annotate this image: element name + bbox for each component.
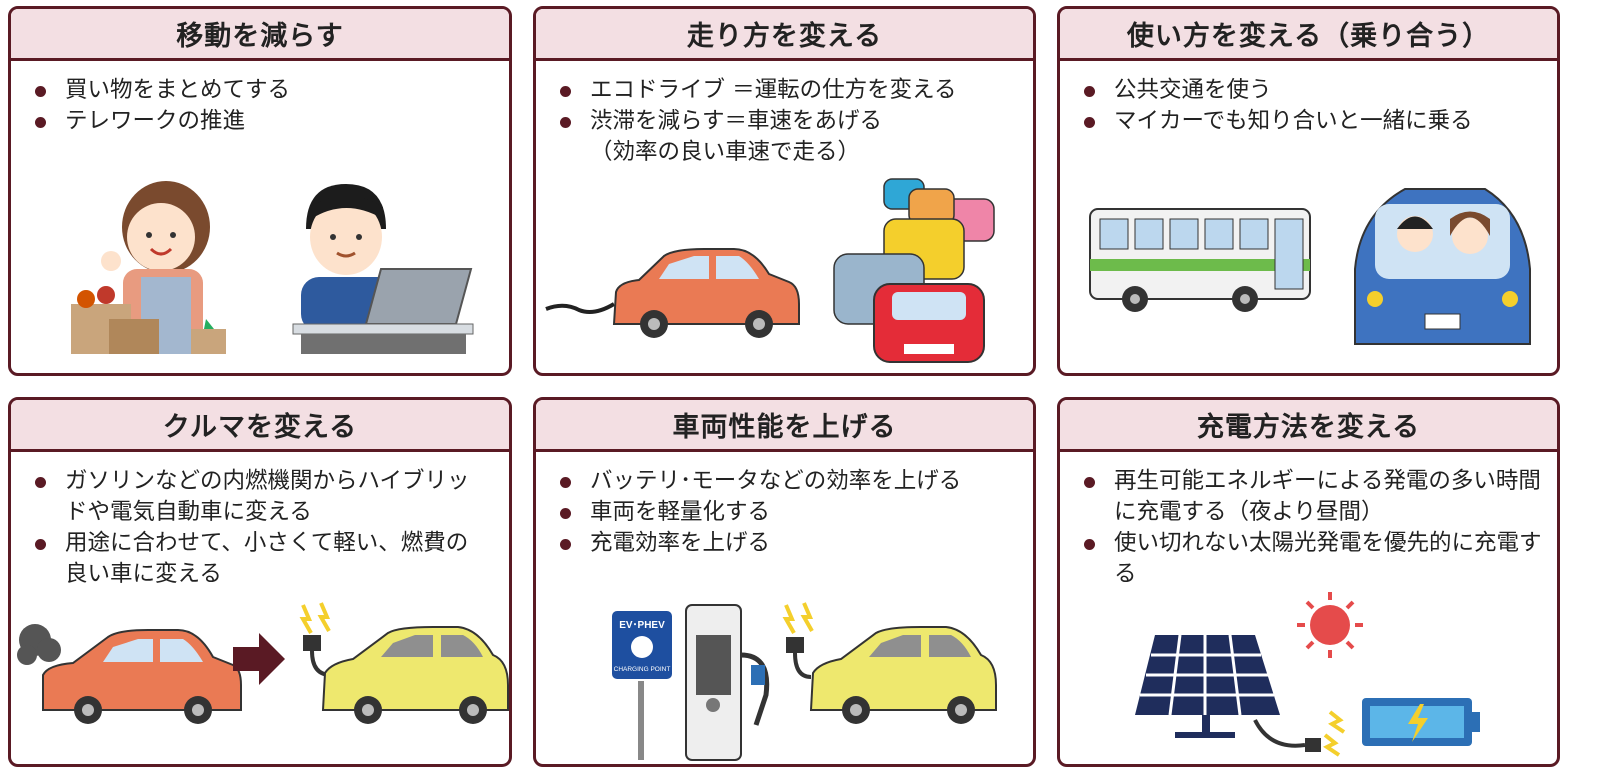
bullet-item: 渋滞を減らす＝車速をあげる（効率の良い車速で走る） <box>558 106 910 168</box>
bullet-item: 再生可能エネルギーによる発電の多い時間に充電する（夜より昼間） <box>1082 466 1544 528</box>
sign-label-top: EV･PHEV <box>619 620 665 631</box>
bullet-list: エコドライブ ＝運転の仕方を変える 渋滞を減らす＝車速をあげる（効率の良い車速で… <box>536 61 1033 168</box>
panel-change-driving: 走り方を変える エコドライブ ＝運転の仕方を変える 渋滞を減らす＝車速をあげる（… <box>533 6 1036 376</box>
panel-title: 使い方を変える（乗り合う） <box>1060 9 1557 61</box>
bullet-item: 充電効率を上げる <box>558 528 1023 559</box>
laptop-icon <box>292 268 474 354</box>
shopping-telework-illustration <box>71 181 474 354</box>
bullet-list: 買い物をまとめてする テレワークの推進 <box>11 61 509 137</box>
panel-change-usage: 使い方を変える（乗り合う） 公共交通を使う マイカーでも知り合いと一緒に乗る <box>1057 6 1560 376</box>
bullet-item: バッテリ･モータなどの効率を上げる <box>558 466 1023 497</box>
solar-charging-illustration <box>1135 592 1480 757</box>
bullet-item: 買い物をまとめてする <box>33 75 499 106</box>
orange-car-icon <box>42 629 242 724</box>
panel-title: 車両性能を上げる <box>536 400 1033 452</box>
charging-station-illustration: EV･PHEV CHARGING POINT <box>610 602 997 761</box>
electric-plug-icon <box>782 602 814 679</box>
bullet-item: ガソリンなどの内燃機関からハイブリッドや電気自動車に変える <box>33 466 485 528</box>
panel-title: クルマを変える <box>11 400 509 452</box>
bullet-item: 使い切れない太陽光発電を優先的に充電する <box>1082 528 1544 590</box>
battery-icon <box>1362 698 1480 746</box>
panel-improve-performance: 車両性能を上げる バッテリ･モータなどの効率を上げる 車両を軽量化する 充電効率… <box>533 397 1036 767</box>
panel-title: 走り方を変える <box>536 9 1033 61</box>
bullet-item: 車両を軽量化する <box>558 497 1023 528</box>
panel-title: 移動を減らす <box>11 9 509 61</box>
bullet-list: 再生可能エネルギーによる発電の多い時間に充電する（夜より昼間） 使い切れない太陽… <box>1060 452 1557 590</box>
bullet-item: エコドライブ ＝運転の仕方を変える <box>558 75 1023 106</box>
bullet-list: ガソリンなどの内燃機関からハイブリッドや電気自動車に変える 用途に合わせて、小さ… <box>11 452 509 590</box>
panel-title: 充電方法を変える <box>1060 400 1557 452</box>
blue-car-icon <box>1354 188 1531 345</box>
traffic-jam-icon <box>833 178 995 363</box>
yellow-car-icon <box>809 626 997 724</box>
orange-car-icon <box>612 248 800 338</box>
yellow-car-icon <box>321 626 509 724</box>
panel-reduce-travel: 移動を減らす 買い物をまとめてする テレワークの推進 <box>8 6 512 376</box>
bus-carpool-illustration <box>1089 188 1531 345</box>
grocery-bag-icon <box>71 286 226 354</box>
electric-plug-icon <box>299 602 332 677</box>
eco-driving-illustration <box>545 178 995 363</box>
car-change-illustration <box>17 602 509 724</box>
exhaust-smoke-icon <box>17 624 61 665</box>
ev-charger-icon <box>685 604 770 761</box>
panel-change-car: クルマを変える ガソリンなどの内燃機関からハイブリッドや電気自動車に変える 用途… <box>8 397 512 767</box>
bullet-list: バッテリ･モータなどの効率を上げる 車両を軽量化する 充電効率を上げる <box>536 452 1033 559</box>
panel-change-charging: 充電方法を変える 再生可能エネルギーによる発電の多い時間に充電する（夜より昼間）… <box>1057 397 1560 767</box>
bullet-item: 公共交通を使う <box>1082 75 1547 106</box>
solar-panel-icon <box>1135 634 1306 748</box>
bullet-item: マイカーでも知り合いと一緒に乗る <box>1082 106 1547 137</box>
bullet-item: テレワークの推進 <box>33 106 499 137</box>
bullet-list: 公共交通を使う マイカーでも知り合いと一緒に乗る <box>1060 61 1557 137</box>
sun-icon <box>1297 592 1363 658</box>
charging-sign-icon: EV･PHEV CHARGING POINT <box>610 609 674 760</box>
electric-plug-icon <box>1305 710 1346 757</box>
arrow-right-icon <box>233 633 285 685</box>
sign-label-bottom: CHARGING POINT <box>614 666 671 673</box>
bullet-item: 用途に合わせて、小さくて軽い、燃費の良い車に変える <box>33 528 485 590</box>
bus-icon <box>1089 208 1311 312</box>
